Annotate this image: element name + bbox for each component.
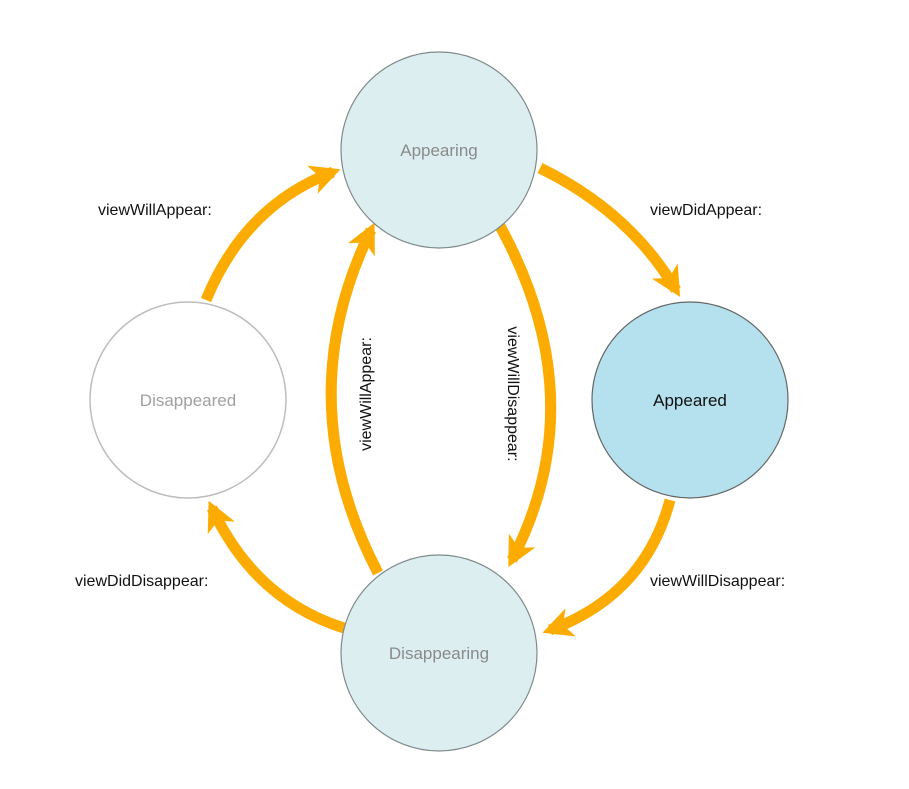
arrow-appearing-to-disappearing: [495, 223, 557, 568]
arrow-disappearing-to-disappeared: [207, 500, 346, 634]
label-appearing-to-disappearing: viewWillDisappear:: [504, 326, 521, 461]
label-disappeared-to-appearing: viewWillAppear:: [98, 202, 212, 219]
state-appearing-label: Appearing: [400, 141, 478, 160]
state-disappearing-label: Disappearing: [389, 644, 489, 663]
state-disappearing: Disappearing: [340, 554, 538, 752]
arrow-disappeared-to-appearing: [200, 165, 341, 303]
state-disappeared: Disappeared: [89, 301, 287, 499]
label-appeared-to-disappearing: viewWillDisappear:: [650, 573, 785, 590]
arrow-disappearing-to-appearing: [325, 222, 383, 576]
arrow-appearing-to-appeared: [537, 163, 681, 297]
state-disappeared-circle: [89, 301, 287, 499]
state-appeared-label: Appeared: [653, 391, 727, 410]
label-appearing-to-appeared: viewDidAppear:: [650, 202, 762, 219]
label-disappearing-to-appearing: viewWillAppear:: [358, 337, 375, 451]
state-appeared: Appeared: [591, 301, 789, 499]
state-appeared-circle: [591, 301, 789, 499]
state-disappearing-circle: [340, 554, 538, 752]
state-disappeared-label: Disappeared: [140, 391, 236, 410]
label-disappearing-to-disappeared: viewDidDisappear:: [75, 573, 208, 590]
state-appearing-circle: [340, 51, 538, 249]
state-appearing: Appearing: [340, 51, 538, 249]
arrow-appeared-to-disappearing: [542, 498, 676, 637]
